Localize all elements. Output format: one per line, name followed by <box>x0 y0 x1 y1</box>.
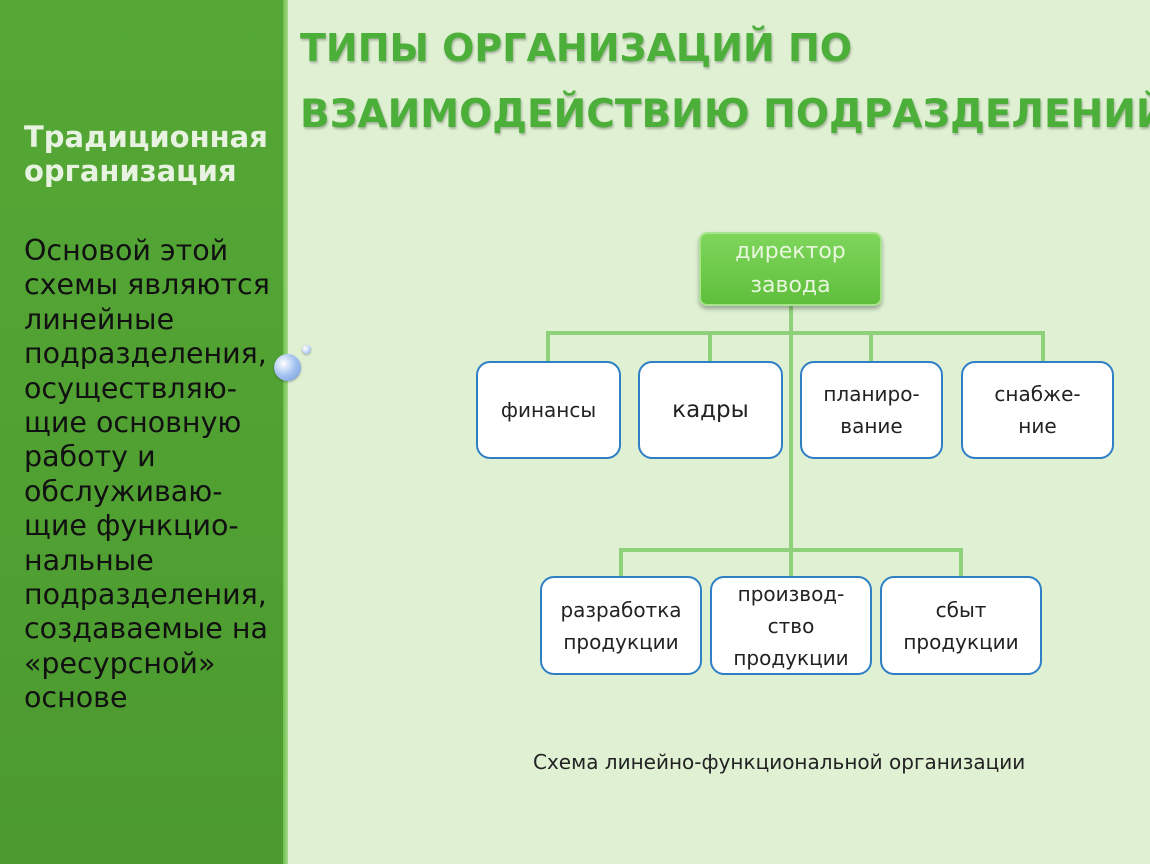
node-production: производ- ство продукции <box>710 576 872 675</box>
node-plant-director: директор завода <box>699 232 882 306</box>
diagram-caption: Схема линейно-функциональной организации <box>533 750 1026 774</box>
sidebar-body-text: Основой этой схемы являются линейные под… <box>24 234 270 715</box>
sidebar-divider <box>283 0 288 864</box>
sidebar-panel <box>0 0 288 864</box>
decorative-bubble-large <box>274 354 301 381</box>
node-planning: планиро- вание <box>800 361 943 459</box>
node-product-development: разработка продукции <box>540 576 702 675</box>
slide-title-line-1: ТИПЫ ОРГАНИЗАЦИЙ ПО <box>300 26 853 70</box>
sidebar-heading: Традиционная организация <box>24 120 268 188</box>
decorative-bubble-small <box>302 345 311 354</box>
slide-title-line-2: ВЗАИМОДЕЙСТВИЮ ПОДРАЗДЕЛЕНИЙ <box>300 92 1150 137</box>
node-supply: снабже- ние <box>961 361 1114 459</box>
node-product-sales: сбыт продукции <box>880 576 1042 675</box>
node-finance: финансы <box>476 361 621 459</box>
node-staff: кадры <box>638 361 783 459</box>
